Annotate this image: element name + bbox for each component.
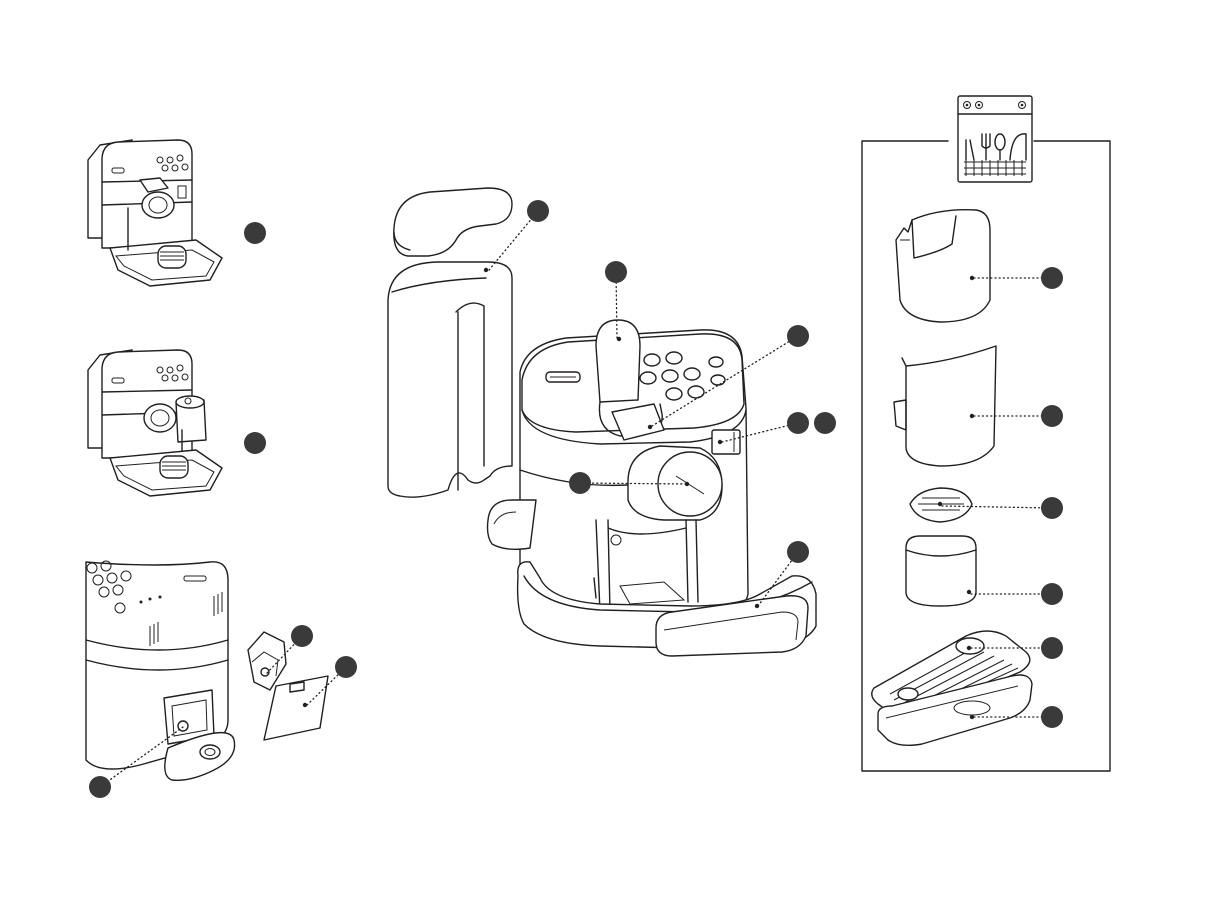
callout-marker	[1041, 583, 1063, 605]
callout-marker	[1041, 267, 1063, 289]
machine-front-view	[88, 140, 222, 286]
callout-marker	[527, 200, 549, 222]
machine-rear-view	[86, 561, 328, 780]
callout-marker	[291, 625, 313, 647]
callout-marker	[787, 412, 809, 434]
callout-marker	[814, 412, 836, 434]
callout-marker	[335, 656, 357, 678]
machine-exploded-view	[388, 188, 816, 656]
callout-marker	[89, 776, 111, 798]
dishwasher-safe-parts-panel	[862, 96, 1110, 771]
callout-marker	[244, 432, 266, 454]
callout-marker	[787, 541, 809, 563]
machine-with-milk-jug-view	[88, 350, 222, 496]
callout-marker	[569, 472, 591, 494]
callout-marker	[605, 261, 627, 283]
dishwasher-icon	[958, 96, 1032, 182]
callout-marker	[1041, 497, 1063, 519]
callout-marker	[787, 325, 809, 347]
callout-marker	[1041, 706, 1063, 728]
callout-marker	[1041, 405, 1063, 427]
callout-marker	[1041, 637, 1063, 659]
callout-marker	[244, 222, 266, 244]
